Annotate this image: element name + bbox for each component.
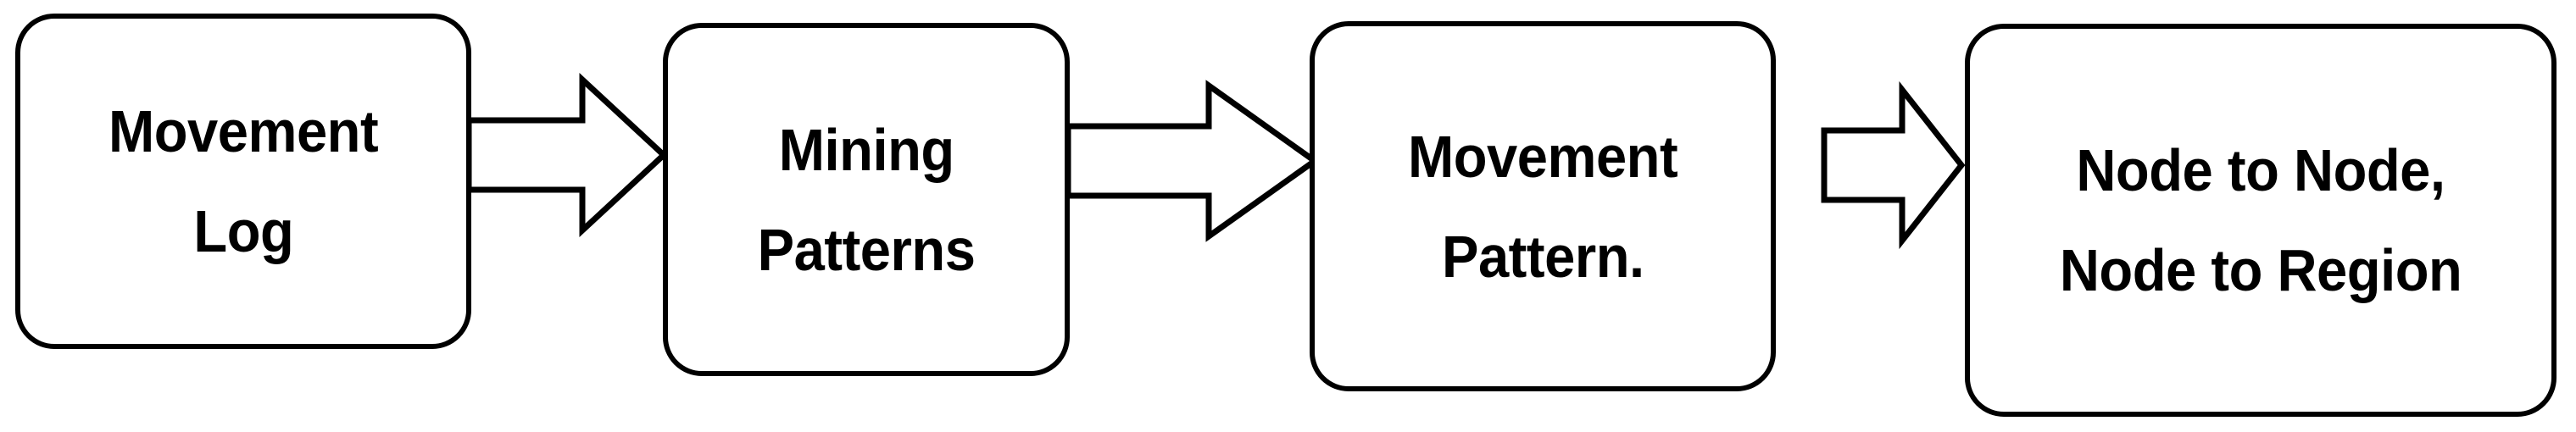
flow-node-mining-patterns[interactable]: Mining Patterns — [663, 23, 1070, 376]
flow-node-label-line-2: Log — [193, 198, 293, 264]
flow-node-label-line-2: Patterns — [757, 216, 976, 283]
block-arrow-right-icon — [1065, 80, 1321, 242]
flow-node-label-line-1: Node to Node, — [2076, 137, 2445, 203]
connector-arrow-3 — [1821, 80, 1966, 250]
connector-arrow-2 — [1065, 80, 1321, 242]
block-arrow-right-icon — [1821, 80, 1966, 250]
flow-node-label-line-1: Movement — [1407, 123, 1678, 190]
flow-node-label-line-1: Movement — [108, 98, 379, 164]
flow-node-label-line-2: Pattern. — [1441, 223, 1644, 290]
flow-node-movement-log[interactable]: Movement Log — [15, 14, 471, 349]
block-arrow-right-icon — [465, 72, 669, 238]
flow-node-label-line-2: Node to Region — [2059, 237, 2462, 303]
flow-node-movement-pattern[interactable]: Movement Pattern. — [1310, 21, 1776, 391]
flow-node-node-to-node-region[interactable]: Node to Node, Node to Region — [1965, 24, 2557, 417]
connector-arrow-1 — [465, 72, 669, 238]
flow-node-label-line-1: Mining — [778, 116, 954, 183]
